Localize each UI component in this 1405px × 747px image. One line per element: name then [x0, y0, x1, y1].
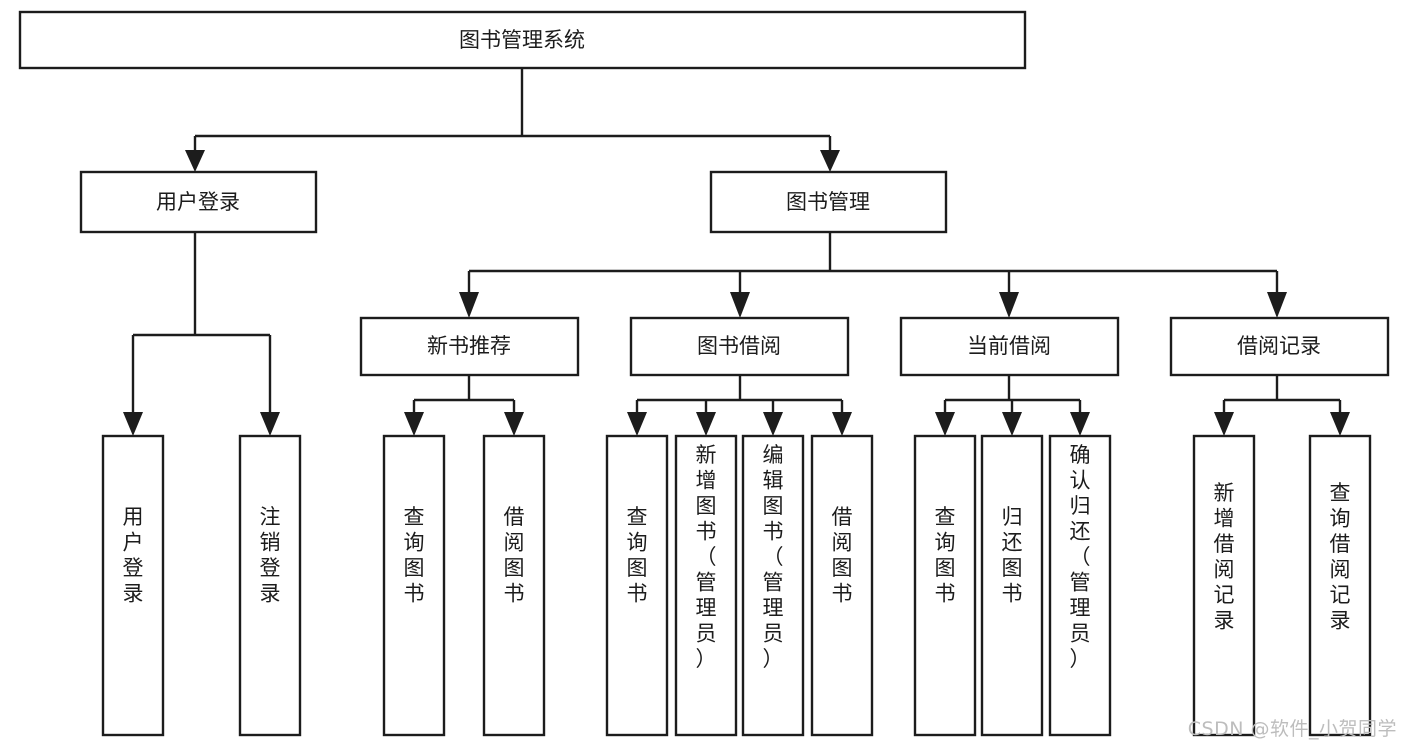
node-leaf-query-book-3-label: 查询图书: [935, 505, 956, 606]
node-book-borrow-label: 图书借阅: [697, 334, 781, 358]
node-book-manage[interactable]: 图书管理: [709, 170, 948, 234]
node-root-label: 图书管理系统: [459, 28, 585, 52]
arrow-leaf-confirm-return: [1070, 412, 1090, 436]
node-leaf-borrow-book-1[interactable]: 借阅图书: [482, 434, 546, 737]
node-current-borrow-label: 当前借阅: [967, 334, 1051, 358]
node-leaf-confirm-return-label: 确认归还（管理员）: [1070, 443, 1091, 671]
node-current-borrow-box[interactable]: [899, 316, 1120, 377]
node-leaf-logout-box[interactable]: [238, 434, 302, 737]
node-book-borrow-box[interactable]: [629, 316, 850, 377]
node-leaf-add-book[interactable]: 新增图书（管理员）: [674, 434, 738, 737]
node-leaf-return-book-label: 归还图书: [1002, 505, 1023, 606]
node-leaf-add-book-label: 新增图书（管理员）: [696, 443, 717, 671]
node-leaf-add-record-label: 新增借阅记录: [1214, 481, 1235, 633]
node-book-manage-label: 图书管理: [786, 190, 870, 214]
node-leaf-borrow-book-2-label: 借阅图书: [832, 505, 853, 606]
arrow-leaf-query-book-1: [404, 412, 424, 436]
arrow-leaf-logout: [260, 412, 280, 436]
node-leaf-return-book-box[interactable]: [980, 434, 1044, 737]
node-new-book-rec-box[interactable]: [359, 316, 580, 377]
arrow-to-book-manage: [820, 150, 840, 172]
node-leaf-add-record[interactable]: 新增借阅记录: [1192, 434, 1256, 737]
arrow-borrow-record: [1267, 292, 1287, 318]
arrow-book-borrow: [730, 292, 750, 318]
node-new-book-rec-label: 新书推荐: [427, 334, 511, 358]
arrow-leaf-query-record: [1330, 412, 1350, 436]
node-current-borrow[interactable]: 当前借阅: [899, 316, 1120, 377]
node-leaf-query-record-label: 查询借阅记录: [1330, 481, 1351, 633]
arrow-leaf-add-book: [696, 412, 716, 436]
node-book-manage-box[interactable]: [709, 170, 948, 234]
node-user-login[interactable]: 用户登录: [79, 170, 318, 234]
node-leaf-borrow-book-2[interactable]: 借阅图书: [810, 434, 874, 737]
node-user-login-box[interactable]: [79, 170, 318, 234]
node-leaf-user-login-label: 用户登录: [123, 505, 144, 606]
node-leaf-user-login[interactable]: 用户登录: [101, 434, 165, 737]
node-leaf-query-book-1[interactable]: 查询图书: [382, 434, 446, 737]
node-leaf-query-book-1-box[interactable]: [382, 434, 446, 737]
arrow-leaf-borrow-book-2: [832, 412, 852, 436]
node-leaf-query-book-1-label: 查询图书: [404, 505, 425, 606]
arrow-leaf-query-book-3: [935, 412, 955, 436]
arrow-leaf-user-login: [123, 412, 143, 436]
node-leaf-query-record[interactable]: 查询借阅记录: [1308, 434, 1372, 737]
node-leaf-query-book-2-label: 查询图书: [627, 505, 648, 606]
arrow-leaf-return-book: [1002, 412, 1022, 436]
arrow-current-borrow: [999, 292, 1019, 318]
arrow-leaf-query-book-2: [627, 412, 647, 436]
node-leaf-confirm-return-box[interactable]: [1048, 434, 1112, 737]
node-leaf-add-book-box[interactable]: [674, 434, 738, 737]
node-borrow-record-box[interactable]: [1169, 316, 1390, 377]
node-new-book-rec[interactable]: 新书推荐: [359, 316, 580, 377]
arrow-leaf-borrow-book-1: [504, 412, 524, 436]
arrow-leaf-add-record: [1214, 412, 1234, 436]
node-root[interactable]: 图书管理系统: [18, 10, 1027, 70]
node-leaf-logout-label: 注销登录: [260, 505, 281, 606]
node-leaf-edit-book-label: 编辑图书（管理员）: [763, 443, 784, 671]
edges-layer: [123, 68, 1350, 436]
node-leaf-query-book-2-box[interactable]: [605, 434, 669, 737]
node-leaf-edit-book[interactable]: 编辑图书（管理员）: [741, 434, 805, 737]
node-user-login-label: 用户登录: [156, 190, 240, 214]
arrow-leaf-edit-book: [763, 412, 783, 436]
node-leaf-confirm-return[interactable]: 确认归还（管理员）: [1048, 434, 1112, 737]
node-leaf-user-login-box[interactable]: [101, 434, 165, 737]
node-root-box[interactable]: [18, 10, 1027, 70]
node-leaf-query-book-3-box[interactable]: [913, 434, 977, 737]
arrow-new-book-rec: [459, 292, 479, 318]
node-leaf-logout[interactable]: 注销登录: [238, 434, 302, 737]
node-leaf-add-record-box[interactable]: [1192, 434, 1256, 737]
node-leaf-borrow-book-2-box[interactable]: [810, 434, 874, 737]
node-book-borrow[interactable]: 图书借阅: [629, 316, 850, 377]
node-leaf-query-book-3[interactable]: 查询图书: [913, 434, 977, 737]
node-leaf-edit-book-box[interactable]: [741, 434, 805, 737]
node-leaf-query-record-box[interactable]: [1308, 434, 1372, 737]
node-borrow-record-label: 借阅记录: [1237, 334, 1321, 358]
node-leaf-borrow-book-1-box[interactable]: [482, 434, 546, 737]
arrow-to-user-login: [185, 150, 205, 172]
node-leaf-borrow-book-1-label: 借阅图书: [504, 505, 525, 606]
node-borrow-record[interactable]: 借阅记录: [1169, 316, 1390, 377]
node-leaf-query-book-2[interactable]: 查询图书: [605, 434, 669, 737]
node-leaf-return-book[interactable]: 归还图书: [980, 434, 1044, 737]
